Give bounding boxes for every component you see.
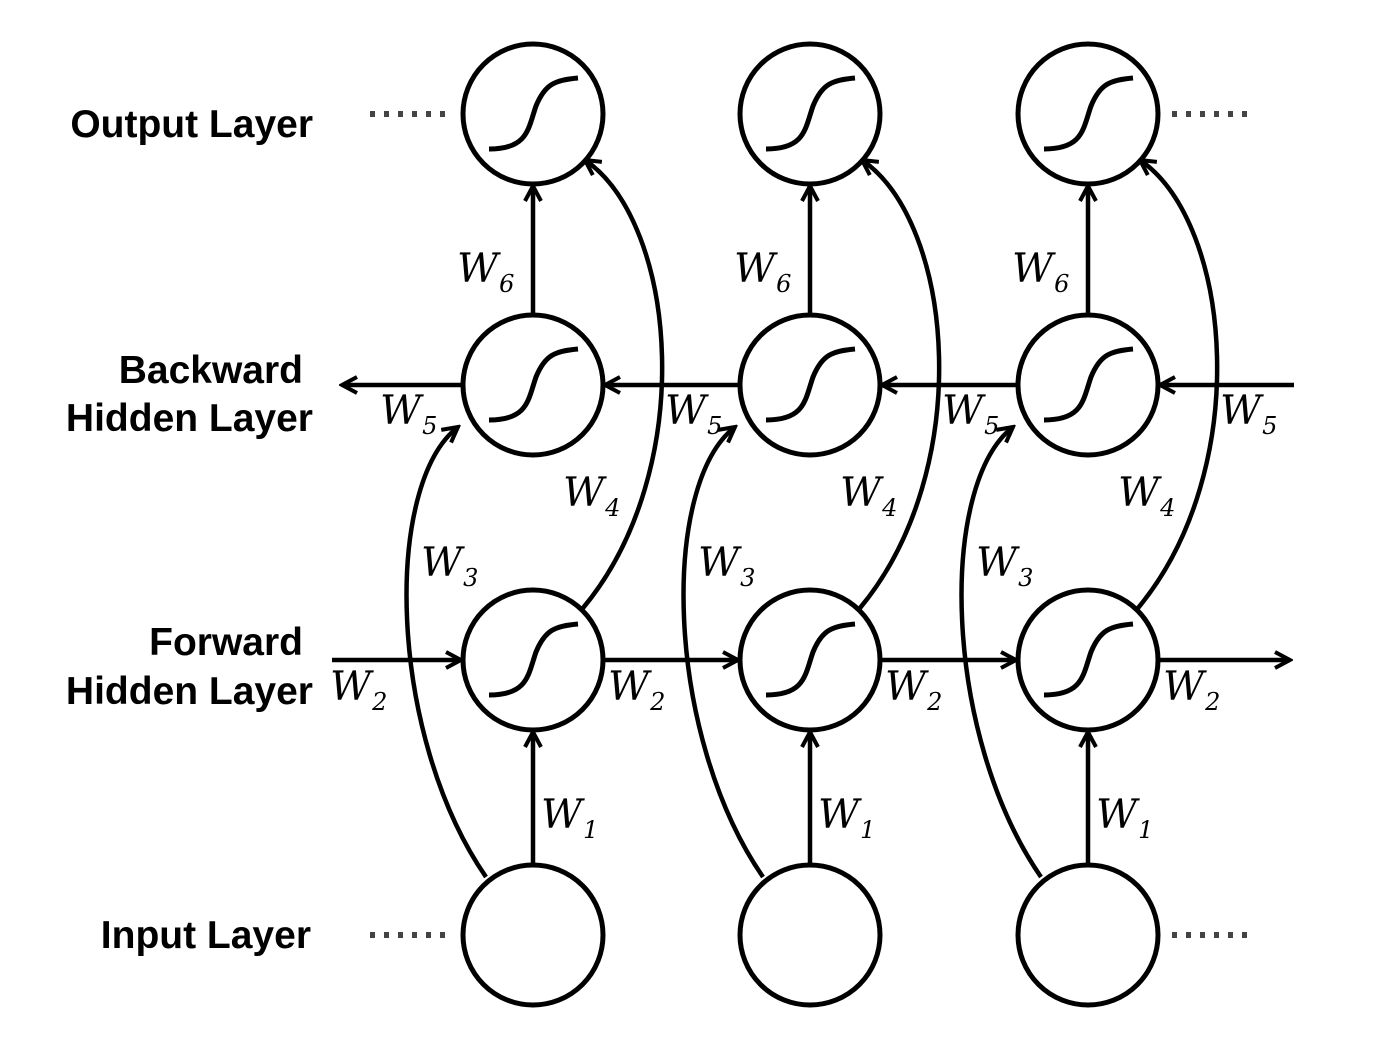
sigmoid-icon bbox=[1043, 621, 1134, 698]
output-neuron bbox=[737, 41, 883, 187]
weight-label-w2: W2 bbox=[1163, 664, 1220, 716]
sigmoid-icon bbox=[765, 75, 856, 152]
edge-w3 bbox=[681, 427, 765, 879]
input-neuron bbox=[737, 862, 883, 1008]
edge-w3 bbox=[404, 427, 488, 879]
edge-w4 bbox=[858, 160, 942, 610]
sigmoid-icon bbox=[1043, 346, 1134, 423]
weight-label-w6: W6 bbox=[1012, 246, 1069, 298]
edge-w4 bbox=[581, 160, 665, 610]
backward-neuron bbox=[737, 312, 883, 458]
backward-neuron bbox=[1015, 312, 1161, 458]
weight-label-w3: W3 bbox=[698, 540, 755, 592]
edge-w3 bbox=[959, 427, 1043, 879]
output-layer-label: Output Layer bbox=[70, 103, 313, 146]
forward-neuron bbox=[1015, 587, 1161, 733]
weight-label-w4: W4 bbox=[1118, 470, 1175, 522]
sigmoid-icon bbox=[488, 621, 579, 698]
sigmoid-icon bbox=[488, 75, 579, 152]
weight-label-w1: W1 bbox=[541, 792, 598, 844]
neuron-circle bbox=[1015, 862, 1161, 1008]
input-layer-label: Input Layer bbox=[101, 914, 311, 957]
weight-label-w6: W6 bbox=[734, 246, 791, 298]
sigmoid-icon bbox=[765, 346, 856, 423]
backward-layer-label-line2: Hidden Layer bbox=[66, 397, 313, 440]
sigmoid-icon bbox=[765, 621, 856, 698]
input-neuron bbox=[1015, 862, 1161, 1008]
forward-neuron bbox=[737, 587, 883, 733]
neurons bbox=[460, 41, 1161, 1008]
weight-label-w5: W5 bbox=[665, 388, 722, 440]
output-neuron bbox=[460, 41, 606, 187]
weight-label-w4: W4 bbox=[563, 470, 620, 522]
weight-label-w6: W6 bbox=[457, 246, 514, 298]
neuron-circle bbox=[460, 862, 606, 1008]
weight-label-w5: W5 bbox=[942, 388, 999, 440]
connections bbox=[332, 160, 1294, 879]
input-neuron bbox=[460, 862, 606, 1008]
sigmoid-icon bbox=[1043, 75, 1134, 152]
forward-layer-label-line2: Hidden Layer bbox=[66, 670, 313, 713]
weight-label-w4: W4 bbox=[840, 470, 897, 522]
weight-label-w3: W3 bbox=[976, 540, 1033, 592]
forward-neuron bbox=[460, 587, 606, 733]
weight-label-w5: W5 bbox=[1220, 388, 1277, 440]
weight-label-w3: W3 bbox=[421, 540, 478, 592]
weight-label-w5-left: W5 bbox=[380, 388, 437, 440]
forward-layer-label-line1: Forward bbox=[149, 621, 303, 664]
backward-layer-label-line1: Backward bbox=[119, 349, 303, 392]
backward-neuron bbox=[460, 312, 606, 458]
edge-w4 bbox=[1136, 160, 1220, 610]
neuron-circle bbox=[737, 862, 883, 1008]
sigmoid-icon bbox=[488, 346, 579, 423]
output-neuron bbox=[1015, 41, 1161, 187]
weight-label-w2-left: W2 bbox=[330, 664, 387, 716]
weight-label-w2: W2 bbox=[885, 664, 942, 716]
weight-label-w1: W1 bbox=[1096, 792, 1153, 844]
weight-label-w2: W2 bbox=[608, 664, 665, 716]
weight-label-w1: W1 bbox=[818, 792, 875, 844]
